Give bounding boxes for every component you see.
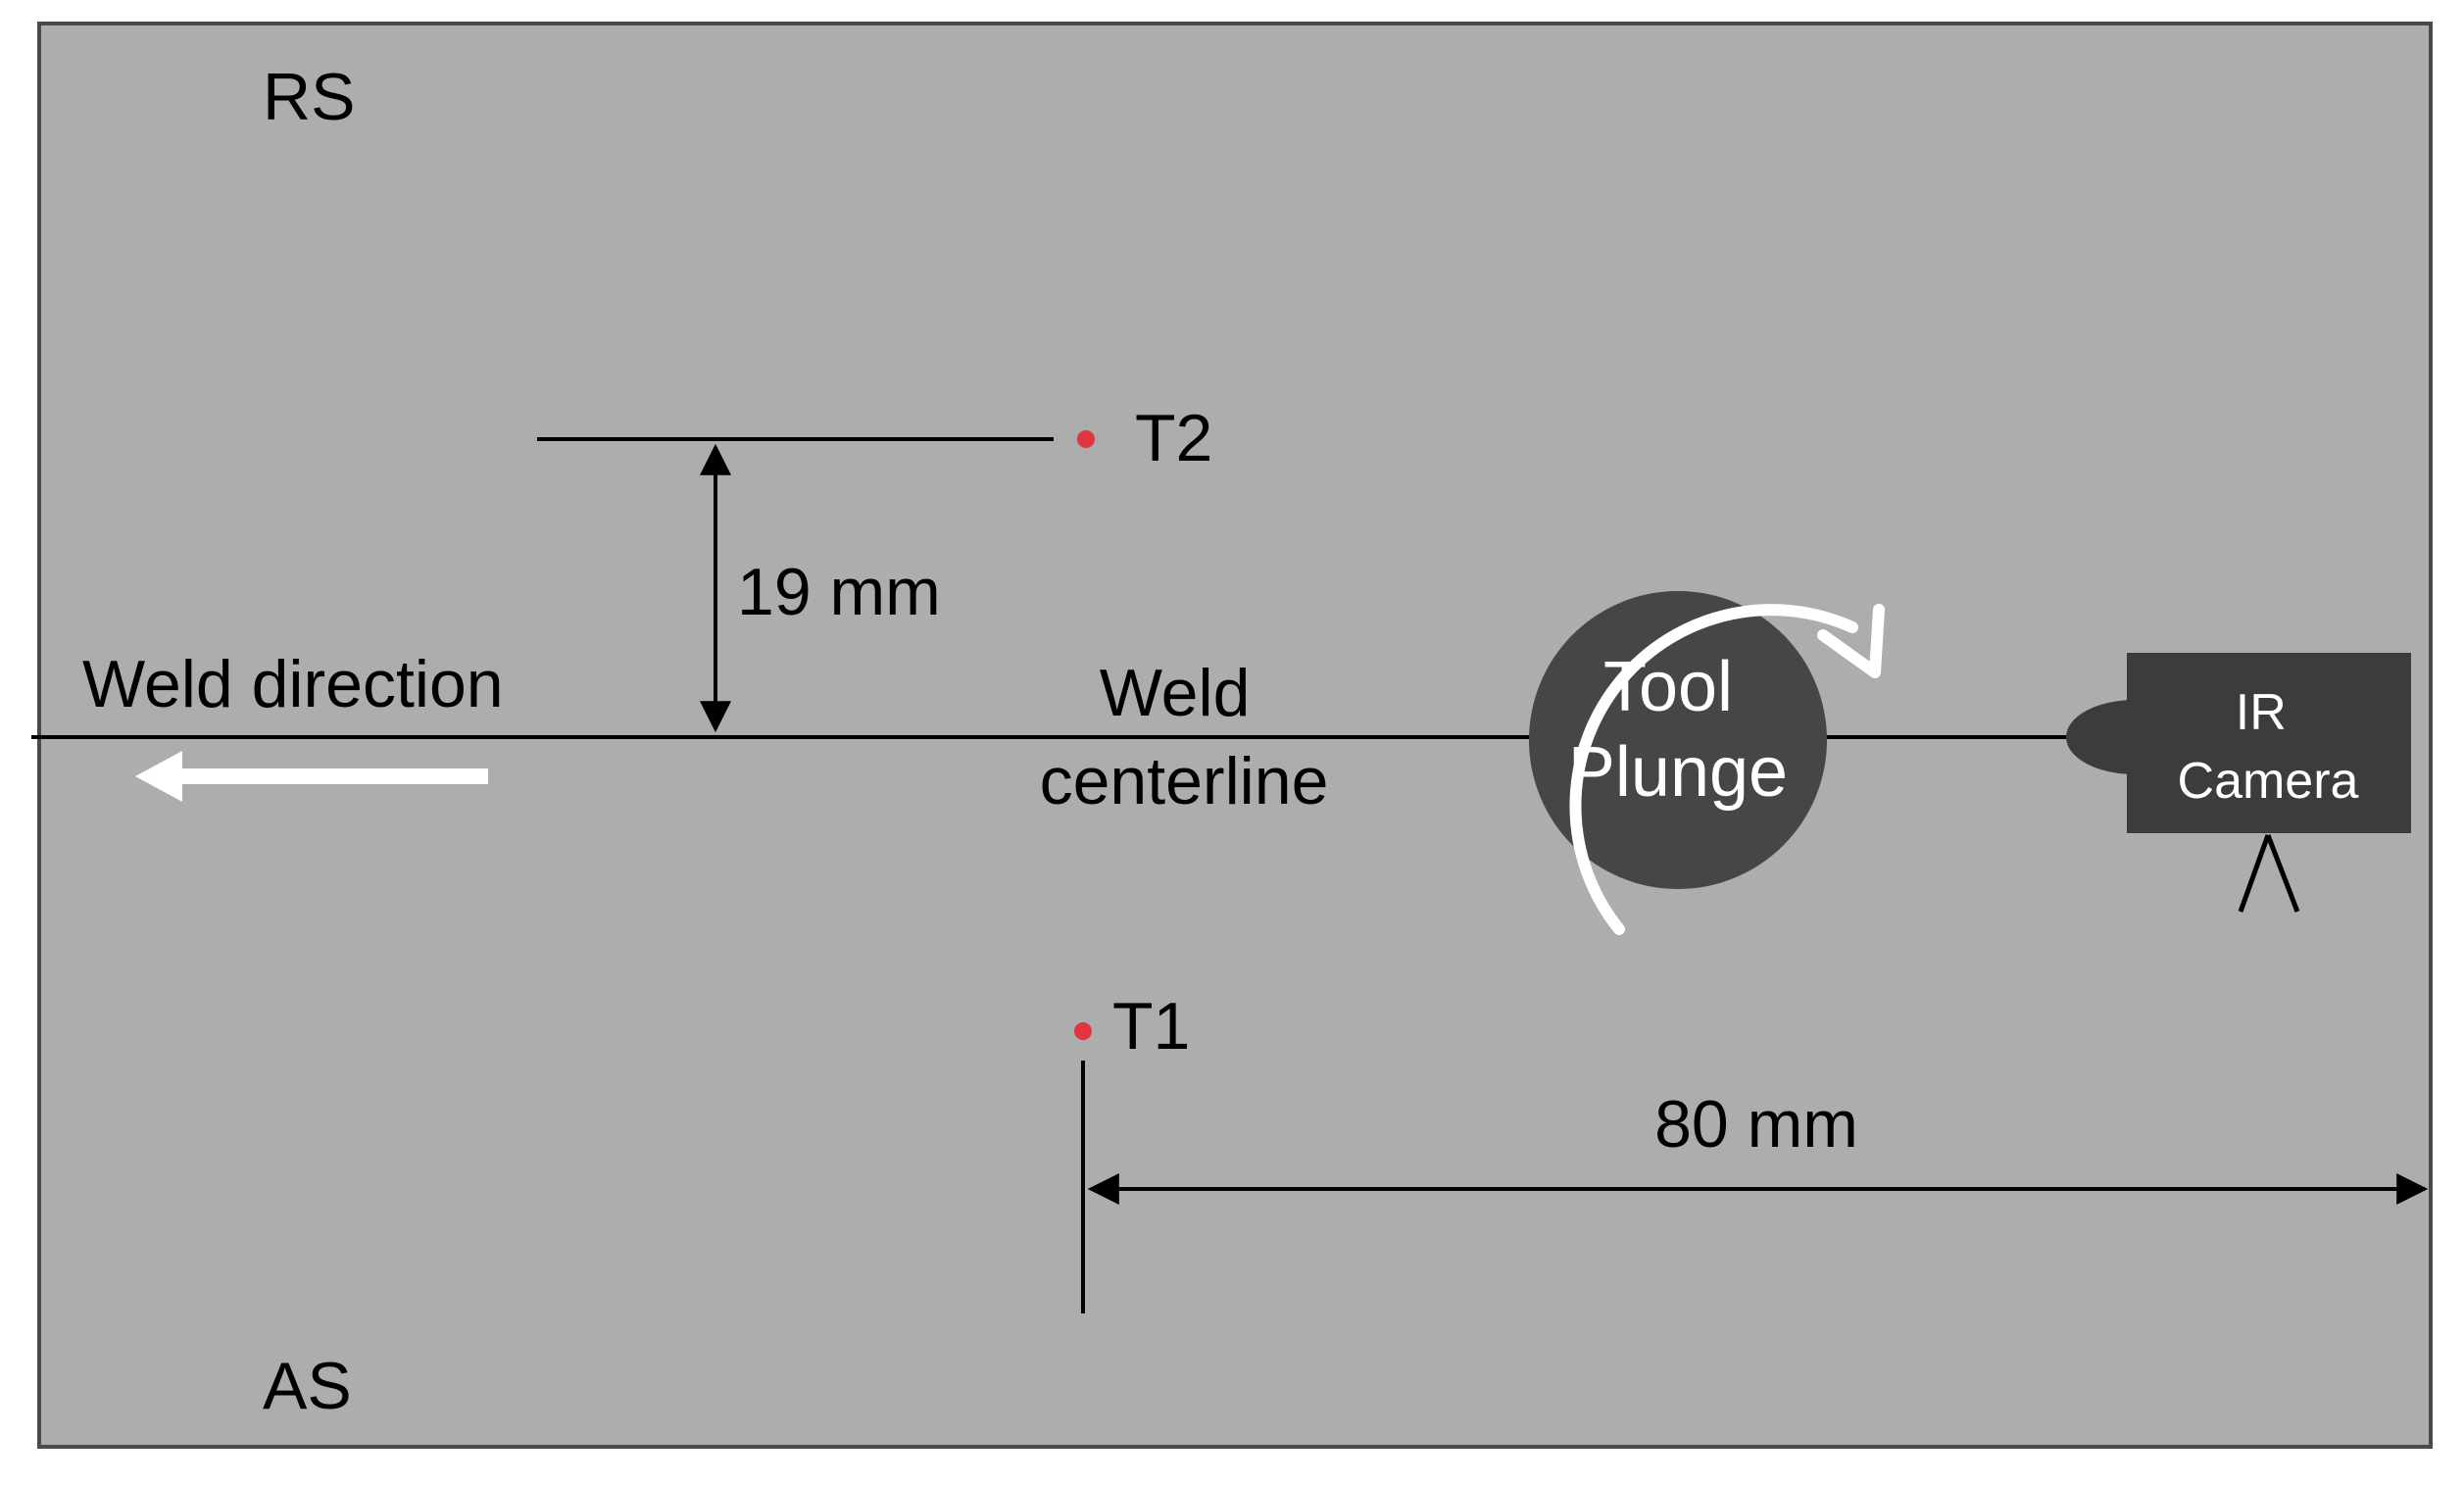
- offset-dimension-label: 19 mm: [737, 555, 941, 629]
- weld-centerline-label-line2: centerline: [1040, 744, 1329, 818]
- thermocouple-t1-label: T1: [1112, 989, 1190, 1064]
- weld-centerline-label: Weld centerline: [1040, 656, 1329, 818]
- camera-icon: [2066, 653, 2411, 913]
- left-arrow-icon: [135, 751, 488, 802]
- clockwise-rotation-arrow-icon: [1569, 604, 1885, 935]
- ir-camera-label: IR Camera: [2178, 684, 2359, 810]
- weld-centerline-label-line1: Weld: [1100, 656, 1251, 730]
- ir-camera-label-line1: IR: [2236, 684, 2287, 741]
- weld-direction-label: Weld direction: [82, 647, 504, 721]
- advancing-side-label: AS: [263, 1349, 352, 1423]
- retreating-side-label: RS: [263, 60, 355, 134]
- thermocouple-t2-point: [1077, 430, 1095, 448]
- thermocouple-t2-label: T2: [1135, 401, 1212, 475]
- tool-plunge-label-line2: Plunge: [1568, 733, 1788, 812]
- ir-camera-label-line2: Camera: [2178, 753, 2359, 810]
- thermocouple-t1-point: [1074, 1022, 1092, 1040]
- tool-plunge-label-line1: Tool: [1603, 648, 1733, 726]
- tool-plunge-label: Tool Plunge: [1568, 648, 1788, 812]
- distance-dimension-label: 80 mm: [1654, 1087, 1858, 1162]
- tool-plunge: [1529, 591, 1827, 889]
